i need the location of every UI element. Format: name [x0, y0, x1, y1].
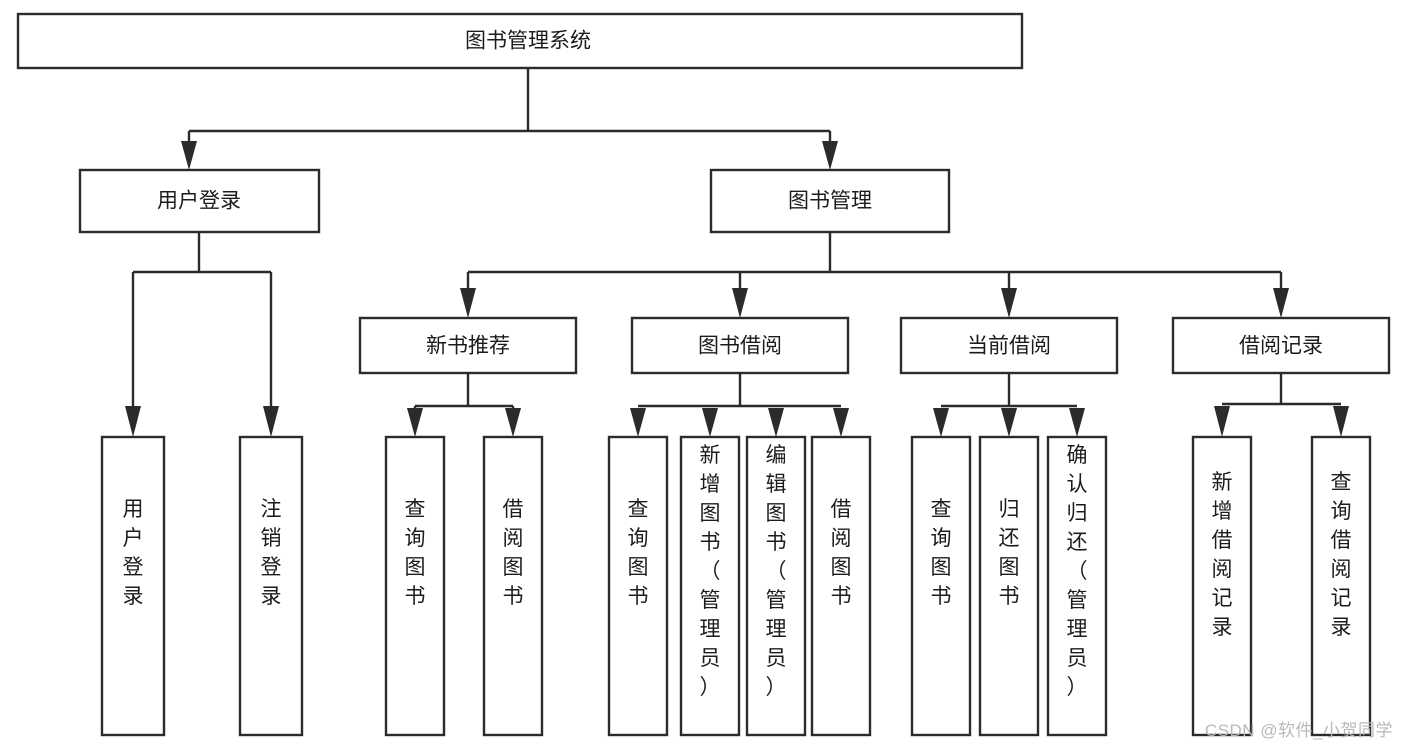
- node-leaf-record-2-label: 查询借阅记录: [1331, 471, 1352, 639]
- node-root[interactable]: 图书管理系统: [16, 12, 1024, 70]
- node-leaf-current-2[interactable]: 归还图书: [978, 435, 1040, 737]
- node-record-label: 借阅记录: [1239, 335, 1323, 358]
- node-leaf-borrow-1-label: 查询图书: [628, 498, 649, 608]
- connector-layer: [125, 68, 1349, 437]
- arrowhead-current-leaf-2: [1001, 408, 1017, 437]
- node-leaf-login-1-label: 用户登录: [123, 498, 144, 608]
- node-newbook-label: 新书推荐: [426, 335, 510, 358]
- node-leaf-current-3-label: 确认归还（管理员）: [1067, 444, 1088, 699]
- node-leaf-borrow-3-box[interactable]: [745, 435, 807, 737]
- node-leaf-current-1[interactable]: 查询图书: [910, 435, 972, 737]
- node-newbook[interactable]: 新书推荐: [358, 316, 578, 375]
- arrowhead-borrow-leaf-4: [833, 408, 849, 437]
- node-leaf-borrow-2-label: 新增图书（管理员）: [700, 444, 721, 699]
- arrowhead-to-current: [1001, 288, 1017, 318]
- node-leaf-record-1-box[interactable]: [1191, 435, 1253, 737]
- node-leaf-newbook-1[interactable]: 查询图书: [384, 435, 446, 737]
- node-borrow-box[interactable]: [630, 316, 850, 375]
- node-login-label: 用户登录: [157, 190, 241, 213]
- node-leaf-borrow-3-label: 编辑图书（管理员）: [766, 444, 787, 699]
- arrowhead-current-leaf-3: [1069, 408, 1085, 437]
- arrowhead-to-record: [1273, 288, 1289, 318]
- node-leaf-record-1[interactable]: 新增借阅记录: [1191, 435, 1253, 737]
- node-leaf-current-2-box[interactable]: [978, 435, 1040, 737]
- arrowhead-login-leaf-2: [263, 406, 279, 437]
- node-current[interactable]: 当前借阅: [899, 316, 1119, 375]
- node-leaf-current-1-label: 查询图书: [931, 498, 952, 608]
- arrowhead-newbook-leaf-2: [505, 408, 521, 437]
- node-newbook-box[interactable]: [358, 316, 578, 375]
- node-leaf-newbook-2[interactable]: 借阅图书: [482, 435, 544, 737]
- arrowhead-borrow-leaf-3: [768, 408, 784, 437]
- node-leaf-current-1-box[interactable]: [910, 435, 972, 737]
- node-leaf-borrow-2-box[interactable]: [679, 435, 741, 737]
- node-leaf-borrow-1-box[interactable]: [607, 435, 669, 737]
- node-leaf-current-3[interactable]: 确认归还（管理员）: [1046, 435, 1108, 737]
- node-record-box[interactable]: [1171, 316, 1391, 375]
- node-leaf-borrow-3[interactable]: 编辑图书（管理员）: [745, 435, 807, 737]
- arrowhead-to-newbook: [460, 288, 476, 318]
- node-leaf-login-1-box[interactable]: [100, 435, 166, 737]
- arrowhead-borrow-leaf-2: [702, 408, 718, 437]
- node-leaf-borrow-1[interactable]: 查询图书: [607, 435, 669, 737]
- node-record[interactable]: 借阅记录: [1171, 316, 1391, 375]
- arrowhead-record-leaf-1: [1214, 406, 1230, 437]
- node-current-label: 当前借阅: [967, 335, 1051, 358]
- node-leaf-newbook-1-label: 查询图书: [405, 498, 426, 608]
- node-leaf-login-1[interactable]: 用户登录: [100, 435, 166, 737]
- node-leaf-borrow-4[interactable]: 借阅图书: [810, 435, 872, 737]
- node-leaf-borrow-4-box[interactable]: [810, 435, 872, 737]
- node-leaf-login-2-label: 注销登录: [261, 498, 282, 608]
- arrowhead-newbook-leaf-1: [407, 408, 423, 437]
- arrowhead-to-login: [181, 141, 197, 170]
- node-leaf-borrow-4-label: 借阅图书: [831, 498, 852, 608]
- node-bookmgmt-box[interactable]: [709, 168, 951, 234]
- node-leaf-current-2-label: 归还图书: [999, 498, 1020, 608]
- node-leaf-record-2-box[interactable]: [1310, 435, 1372, 737]
- arrowhead-to-borrow: [732, 288, 748, 318]
- node-leaf-current-3-box[interactable]: [1046, 435, 1108, 737]
- node-leaf-newbook-2-box[interactable]: [482, 435, 544, 737]
- node-borrow-label: 图书借阅: [698, 335, 782, 358]
- node-leaf-login-2-box[interactable]: [238, 435, 304, 737]
- node-login[interactable]: 用户登录: [78, 168, 321, 234]
- node-login-box[interactable]: [78, 168, 321, 234]
- node-root-label: 图书管理系统: [465, 30, 591, 53]
- node-bookmgmt[interactable]: 图书管理: [709, 168, 951, 234]
- node-leaf-borrow-2[interactable]: 新增图书（管理员）: [679, 435, 741, 737]
- node-leaf-login-2[interactable]: 注销登录: [238, 435, 304, 737]
- node-leaf-record-1-label: 新增借阅记录: [1212, 471, 1233, 639]
- arrowhead-record-leaf-2: [1333, 406, 1349, 437]
- arrowhead-current-leaf-1: [933, 408, 949, 437]
- node-root-box[interactable]: [16, 12, 1024, 70]
- arrowhead-login-leaf-1: [125, 406, 141, 437]
- node-borrow[interactable]: 图书借阅: [630, 316, 850, 375]
- node-leaf-newbook-1-box[interactable]: [384, 435, 446, 737]
- node-current-box[interactable]: [899, 316, 1119, 375]
- arrowhead-borrow-leaf-1: [630, 408, 646, 437]
- arrowhead-to-bookmgmt: [822, 141, 838, 170]
- node-leaf-record-2[interactable]: 查询借阅记录: [1310, 435, 1372, 737]
- node-bookmgmt-label: 图书管理: [788, 190, 872, 213]
- node-leaf-newbook-2-label: 借阅图书: [503, 498, 524, 608]
